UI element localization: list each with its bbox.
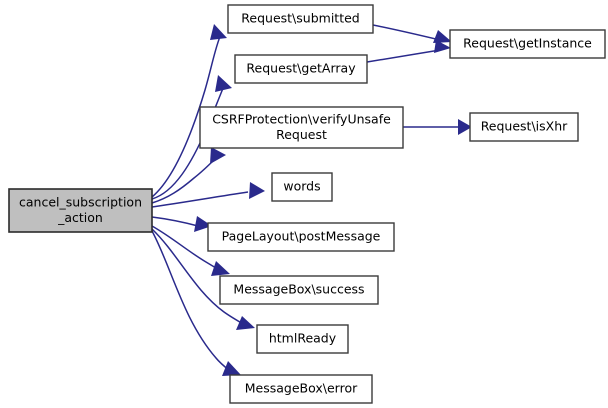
- edge-root-to-csrf: [151, 147, 226, 204]
- arrowhead-icon: [434, 40, 451, 53]
- node-box[interactable]: [271, 172, 333, 202]
- node-box[interactable]: [449, 29, 606, 59]
- edge-getarray-to-getinstance: [366, 40, 451, 63]
- node-label: MessageBox\error: [245, 381, 358, 396]
- node-success[interactable]: MessageBox\success: [219, 275, 379, 305]
- arrowhead-icon: [215, 75, 232, 92]
- arrowhead-icon: [194, 216, 212, 232]
- node-box[interactable]: [219, 275, 379, 305]
- node-box[interactable]: [8, 188, 153, 233]
- edge-line: [151, 191, 249, 208]
- node-label: Request\getArray: [246, 61, 356, 76]
- edge-line: [151, 156, 218, 204]
- arrowhead-icon: [249, 182, 265, 199]
- edge-line: [366, 49, 441, 63]
- arrowhead-icon: [222, 361, 241, 376]
- edges-layer: [151, 24, 472, 376]
- node-label: cancel_subscription: [19, 194, 142, 209]
- node-label: Request\isXhr: [481, 119, 568, 134]
- node-error[interactable]: MessageBox\error: [229, 374, 373, 404]
- node-label: CSRFProtection\verifyUnsafe: [212, 111, 391, 126]
- edge-line: [151, 216, 199, 227]
- node-root[interactable]: cancel_subscription_action: [8, 188, 153, 233]
- node-getinstance[interactable]: Request\getInstance: [449, 29, 606, 59]
- edge-root-to-error: [151, 230, 241, 376]
- arrowhead-icon: [210, 147, 226, 164]
- node-label: PageLayout\postMessage: [222, 229, 381, 244]
- node-label: MessageBox\success: [233, 282, 364, 297]
- edge-root-to-postmessage: [151, 216, 212, 232]
- arrowhead-icon: [236, 316, 255, 330]
- node-label: _action: [57, 210, 103, 225]
- node-getarray[interactable]: Request\getArray: [234, 54, 368, 84]
- node-box[interactable]: [256, 324, 349, 354]
- arrowhead-icon: [433, 30, 452, 43]
- node-htmlready[interactable]: htmlReady: [256, 324, 349, 354]
- node-box[interactable]: [234, 54, 368, 84]
- node-label: Request: [276, 127, 327, 142]
- arrowhead-icon: [211, 261, 230, 276]
- node-box[interactable]: [207, 222, 395, 252]
- edge-root-to-words: [151, 182, 265, 208]
- node-words[interactable]: words: [271, 172, 333, 202]
- node-box[interactable]: [229, 374, 373, 404]
- node-box[interactable]: [469, 112, 579, 142]
- arrowhead-icon: [210, 24, 227, 40]
- node-label: Request\submitted: [241, 11, 359, 26]
- nodes-layer: cancel_subscription_action Request\submit…: [8, 4, 606, 404]
- node-label: words: [283, 179, 320, 194]
- edge-root-to-success: [151, 225, 230, 276]
- edge-line: [372, 24, 441, 41]
- node-isxhr[interactable]: Request\isXhr: [469, 112, 579, 142]
- edge-root-to-htmlready: [151, 228, 255, 330]
- edge-line: [151, 230, 231, 372]
- node-box[interactable]: [227, 4, 374, 34]
- node-box[interactable]: [199, 106, 404, 149]
- edge-csrf-to-isxhr: [403, 119, 472, 135]
- edge-line: [151, 33, 222, 198]
- node-label: htmlReady: [269, 331, 337, 346]
- node-postmessage[interactable]: PageLayout\postMessage: [207, 222, 395, 252]
- node-label: Request\getInstance: [463, 36, 592, 51]
- arrowhead-icon: [458, 119, 472, 135]
- edge-line: [151, 228, 246, 326]
- edge-root-to-submitted: [151, 24, 227, 198]
- edge-submitted-to-getinstance: [372, 24, 452, 43]
- node-submitted[interactable]: Request\submitted: [227, 4, 374, 34]
